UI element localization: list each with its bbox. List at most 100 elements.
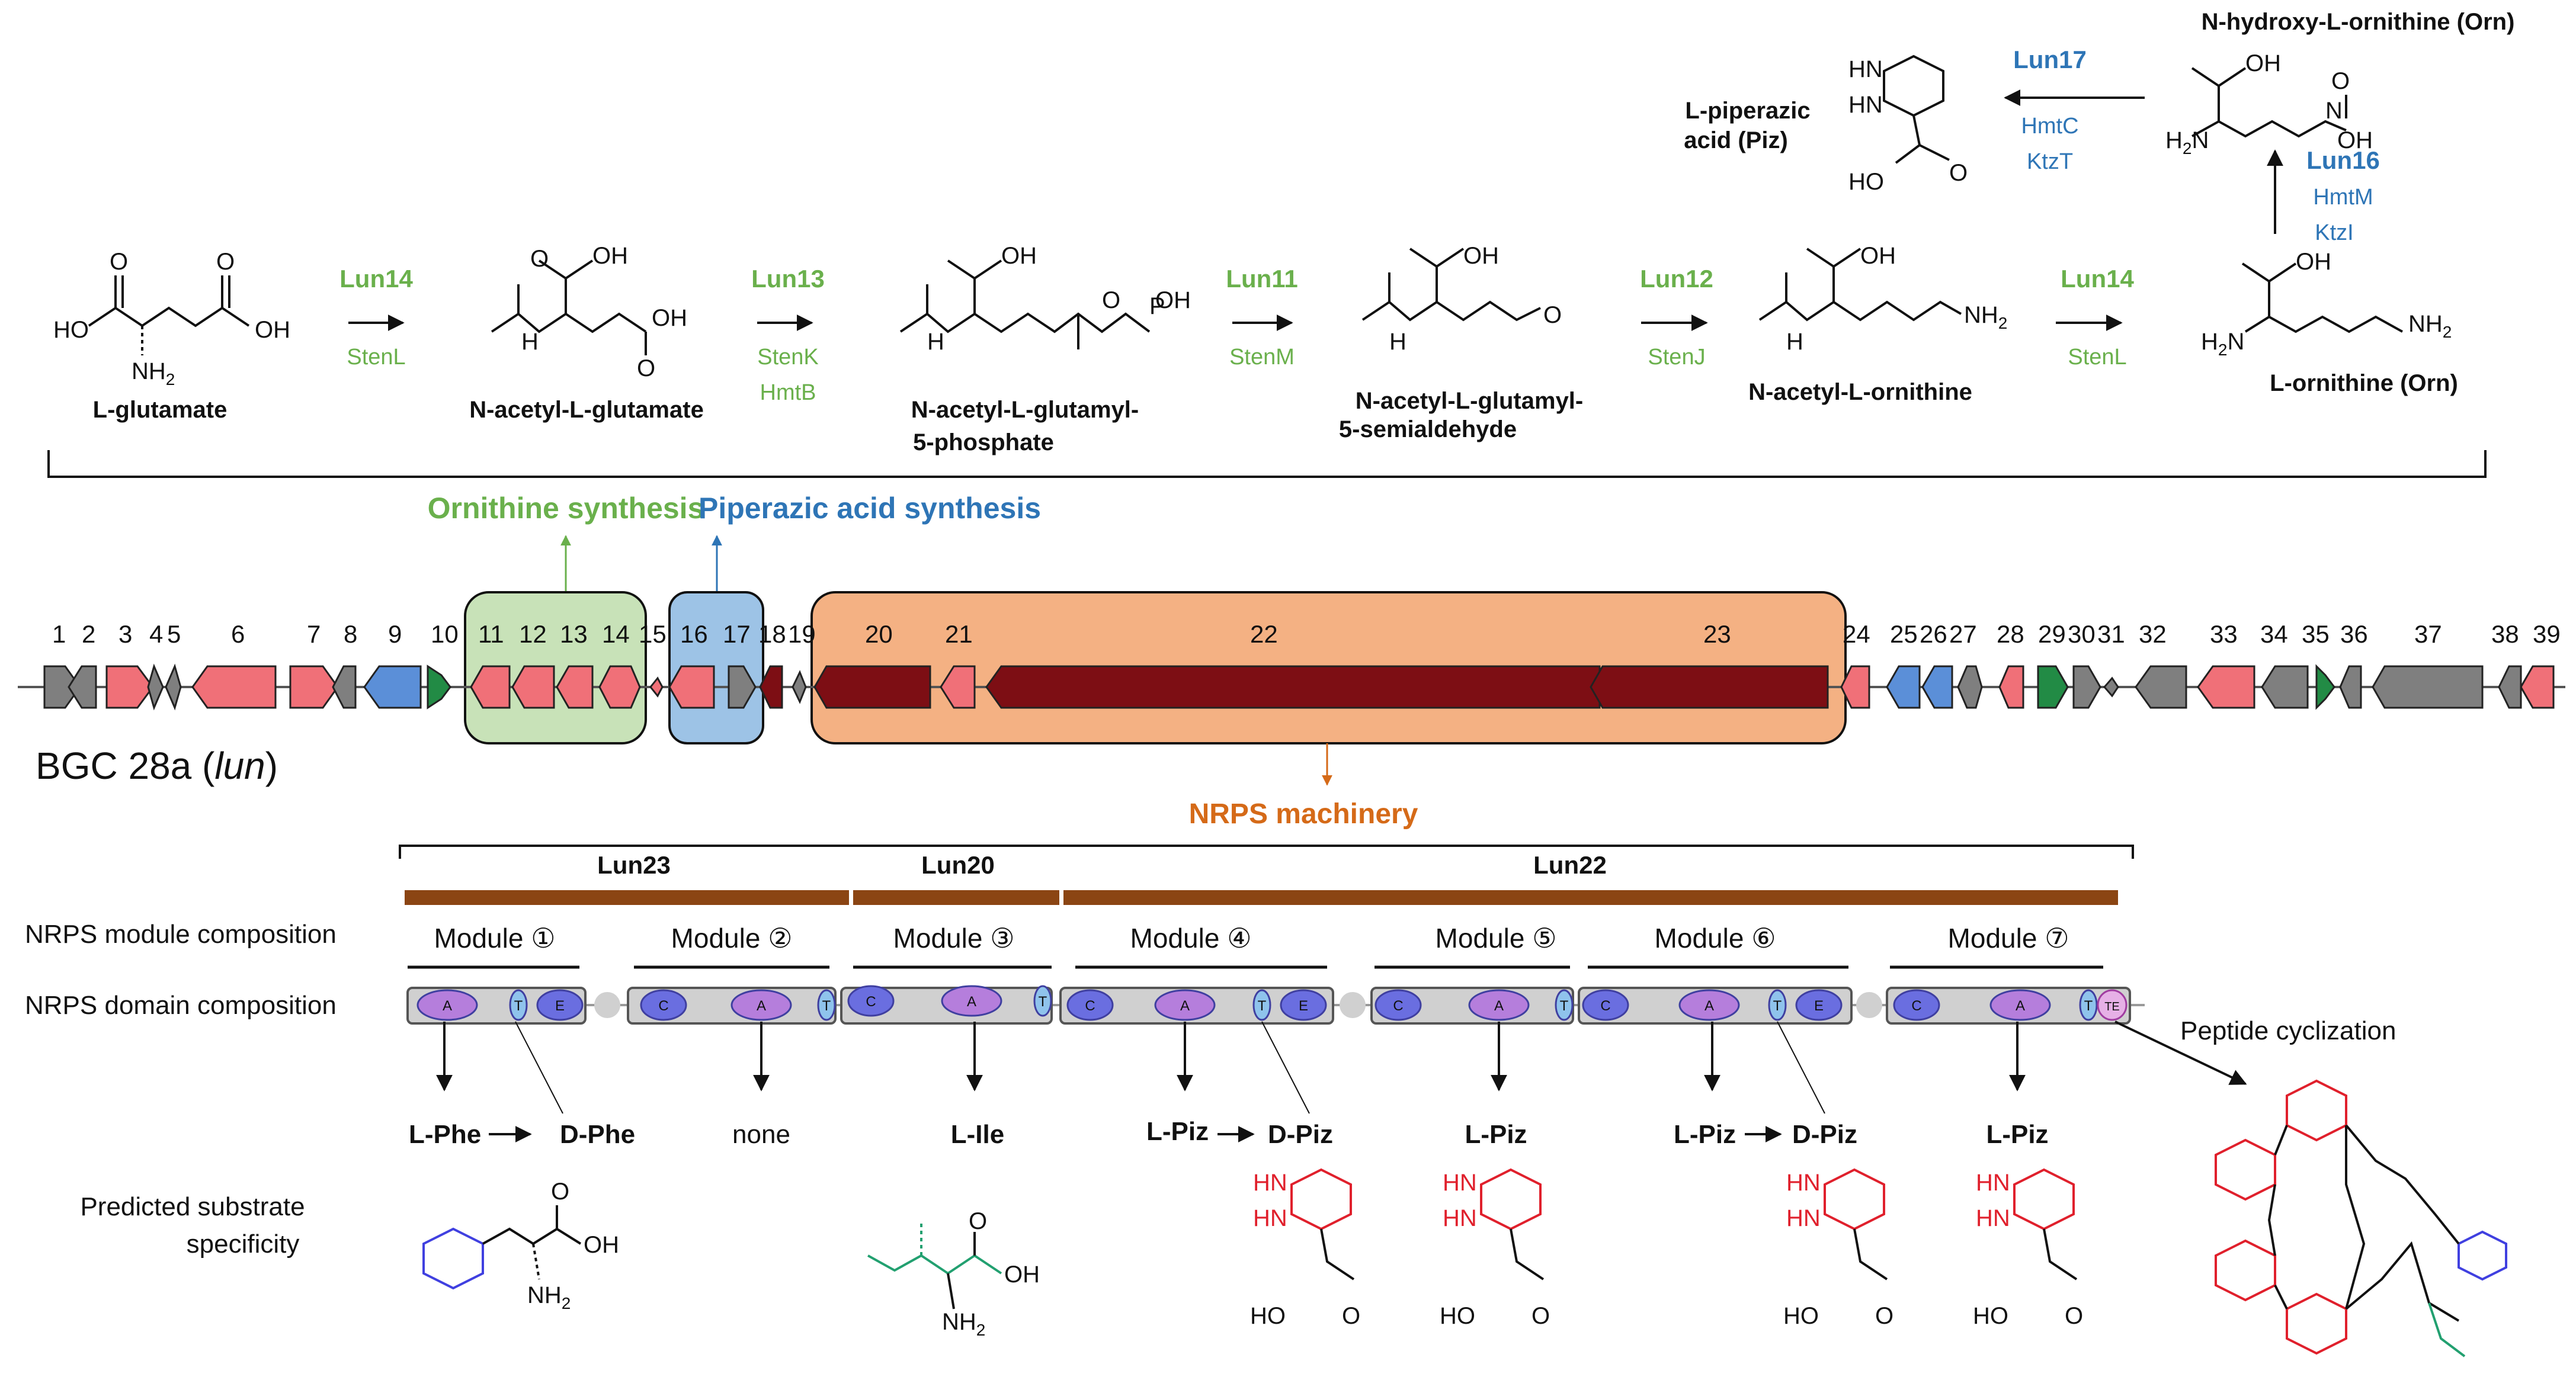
module-label: Module ⑦ bbox=[1948, 923, 2069, 954]
linker-circle bbox=[1856, 992, 1882, 1018]
protein-bar-lun20 bbox=[853, 890, 1059, 905]
substrate-label: L-Piz bbox=[1146, 1117, 1209, 1146]
gene-number: 31 bbox=[2097, 620, 2125, 648]
gene-number: 34 bbox=[2260, 620, 2288, 648]
atom-label: O bbox=[969, 1208, 987, 1234]
hydroxy-ornithine-structure bbox=[2191, 67, 2347, 138]
gene-number: 25 bbox=[1890, 620, 1918, 648]
gene-arrow bbox=[668, 665, 715, 709]
domain-letter: E bbox=[1814, 998, 1824, 1014]
module-label: Module ② bbox=[671, 923, 793, 954]
atom-label: H bbox=[927, 329, 944, 355]
atom-label: OH bbox=[1463, 243, 1499, 269]
product-label: D-Phe bbox=[560, 1120, 635, 1149]
gene-arrow bbox=[2072, 665, 2101, 709]
atom-label: O bbox=[637, 355, 655, 381]
homolog-label: StenL bbox=[2068, 345, 2126, 370]
atom-label: NH2 bbox=[2408, 311, 2452, 341]
gene-arrow bbox=[2103, 676, 2119, 698]
atom-label: OH bbox=[1860, 243, 1896, 269]
n-acetyl-glutamyl-phosphate-structure bbox=[899, 259, 1151, 349]
nrps-section: Lun23 Lun20 Lun22 NRPS module compositio… bbox=[25, 845, 2396, 1259]
module-label: Module ① bbox=[434, 923, 556, 954]
atom-label: H2N bbox=[2201, 329, 2244, 359]
atom-label: P bbox=[1149, 293, 1165, 319]
compound-piz-line1: L-piperazic bbox=[1685, 98, 1810, 124]
gene-number: 28 bbox=[1997, 620, 2024, 648]
atom-label: HO bbox=[1973, 1303, 2008, 1329]
atom-label: H bbox=[1389, 329, 1406, 355]
domain-t bbox=[1555, 989, 1574, 1021]
gene-number: 13 bbox=[560, 620, 588, 648]
domain-letter: C bbox=[1393, 998, 1403, 1014]
gene-arrow bbox=[2372, 665, 2484, 709]
gene-arrow bbox=[759, 665, 783, 709]
domain-a bbox=[1989, 989, 2051, 1021]
specificity-label-line1: Predicted substrate bbox=[80, 1192, 305, 1221]
atom-label: NH2 bbox=[132, 358, 175, 389]
gene-number: 20 bbox=[865, 620, 893, 648]
domain-letter: T bbox=[1258, 998, 1267, 1014]
n-acetyl-glutamyl-semialdehyde-structure bbox=[1361, 248, 1541, 322]
domain-t bbox=[509, 989, 528, 1021]
domain-c bbox=[1582, 989, 1629, 1021]
compound-semialdehyde-line1: N-acetyl-L-glutamyl- bbox=[1356, 388, 1584, 414]
domain-c bbox=[1893, 989, 1940, 1021]
gene-arrow bbox=[427, 665, 451, 710]
domain-t bbox=[1768, 989, 1787, 1021]
atom-label: HN bbox=[1786, 1170, 1821, 1196]
atom-label: OH bbox=[2337, 127, 2373, 153]
domain-a bbox=[416, 989, 478, 1021]
piz-ring bbox=[1480, 1168, 1542, 1231]
gene-number: 12 bbox=[519, 620, 547, 648]
substrate-label: L-Phe bbox=[409, 1120, 481, 1149]
gene-number: 32 bbox=[2139, 620, 2167, 648]
domain-e bbox=[536, 989, 584, 1021]
product-label: D-Piz bbox=[1792, 1120, 1857, 1149]
domain-t bbox=[2079, 989, 2098, 1021]
atom-label: O bbox=[216, 249, 235, 275]
domain-letter: T bbox=[1773, 998, 1782, 1014]
enzyme-label: Lun14 bbox=[2061, 265, 2134, 293]
gene-number: 16 bbox=[680, 620, 708, 648]
gene-number: 21 bbox=[945, 620, 973, 648]
gene-arrow bbox=[728, 665, 757, 709]
domain-c bbox=[847, 985, 895, 1017]
substrate-label: L-Piz bbox=[1465, 1120, 1527, 1149]
n-acetyl-glutamate-structure bbox=[491, 259, 647, 355]
gene-arrow bbox=[556, 665, 594, 709]
gene-arrow bbox=[191, 665, 277, 709]
product-label: D-Piz bbox=[1268, 1120, 1333, 1149]
gene-arrow bbox=[1840, 665, 1870, 709]
gene-number: 2 bbox=[82, 620, 95, 648]
domain-a bbox=[1468, 989, 1530, 1021]
substrate-structures bbox=[422, 1079, 2507, 1357]
homolog-label: StenK bbox=[757, 345, 819, 370]
gene-arrow bbox=[598, 665, 641, 709]
atom-label: HN bbox=[1976, 1170, 2010, 1196]
gene-number: 1 bbox=[52, 620, 66, 648]
piz-ring bbox=[1824, 1168, 1885, 1231]
compound-piz-line2: acid (Piz) bbox=[1684, 127, 1788, 153]
gene-number: 29 bbox=[2038, 620, 2066, 648]
atom-label: O bbox=[1543, 302, 1562, 328]
gene-arrow bbox=[1957, 665, 1983, 709]
atom-label: HN bbox=[1443, 1205, 1477, 1231]
domain-letter: A bbox=[2016, 998, 2025, 1014]
atom-label: OH bbox=[1004, 1262, 1040, 1288]
gene-arrow bbox=[2315, 664, 2335, 710]
atom-label: HO bbox=[1250, 1303, 1286, 1329]
gene-arrow bbox=[1921, 665, 1953, 709]
domain-a bbox=[941, 985, 1002, 1017]
gene-arrow bbox=[147, 663, 164, 711]
gene-arrow bbox=[363, 665, 422, 709]
domain-letter: T bbox=[1560, 998, 1569, 1014]
domain-letter: C bbox=[1600, 998, 1610, 1014]
module-label: Module ⑥ bbox=[1655, 923, 1776, 954]
atom-label: OH bbox=[584, 1232, 619, 1258]
domain-letter: A bbox=[757, 998, 766, 1014]
linker-circle bbox=[594, 992, 620, 1018]
gene-arrow bbox=[2339, 665, 2362, 709]
gene-number: 15 bbox=[639, 620, 667, 648]
gene-arrow bbox=[165, 663, 182, 711]
